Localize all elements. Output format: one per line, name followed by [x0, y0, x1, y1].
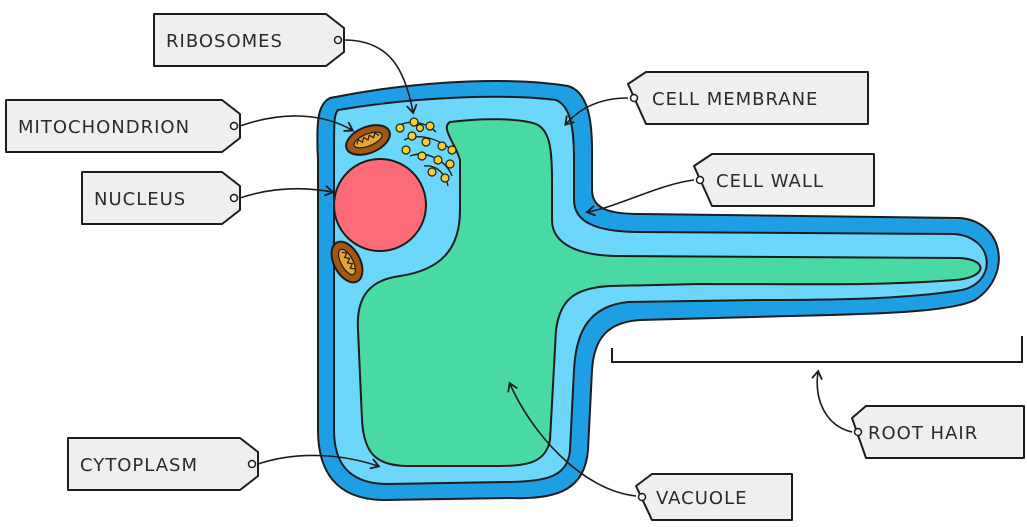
nucleus-shape: [334, 159, 426, 251]
root-hair-bracket: [612, 336, 1022, 362]
root-hair-leader: [817, 372, 852, 432]
cytoplasm-tag: CYTOPLASM: [68, 438, 258, 490]
root-hair-tag: ROOT HAIR: [852, 406, 1024, 458]
vacuole-tag: VACUOLE: [636, 474, 792, 520]
nucleus-tag: NUCLEUS: [82, 172, 240, 224]
root-hair-label: ROOT HAIR: [868, 423, 978, 444]
ribosomes-label: RIBOSOMES: [166, 31, 283, 52]
mitochondrion-tag: MITOCHONDRION: [6, 100, 240, 152]
nucleus-label: NUCLEUS: [94, 189, 186, 210]
cell-wall-tag: CELL WALL: [694, 154, 874, 206]
cytoplasm-label: CYTOPLASM: [80, 455, 198, 476]
vacuole-label: VACUOLE: [656, 488, 747, 509]
cell-wall-label: CELL WALL: [716, 171, 824, 192]
cell-membrane-label: CELL MEMBRANE: [652, 89, 818, 110]
cell-wall-leader: [588, 180, 694, 212]
cell-membrane-tag: CELL MEMBRANE: [628, 72, 868, 124]
mitochondrion-label: MITOCHONDRION: [18, 117, 190, 138]
ribosomes-tag: RIBOSOMES: [154, 14, 344, 66]
